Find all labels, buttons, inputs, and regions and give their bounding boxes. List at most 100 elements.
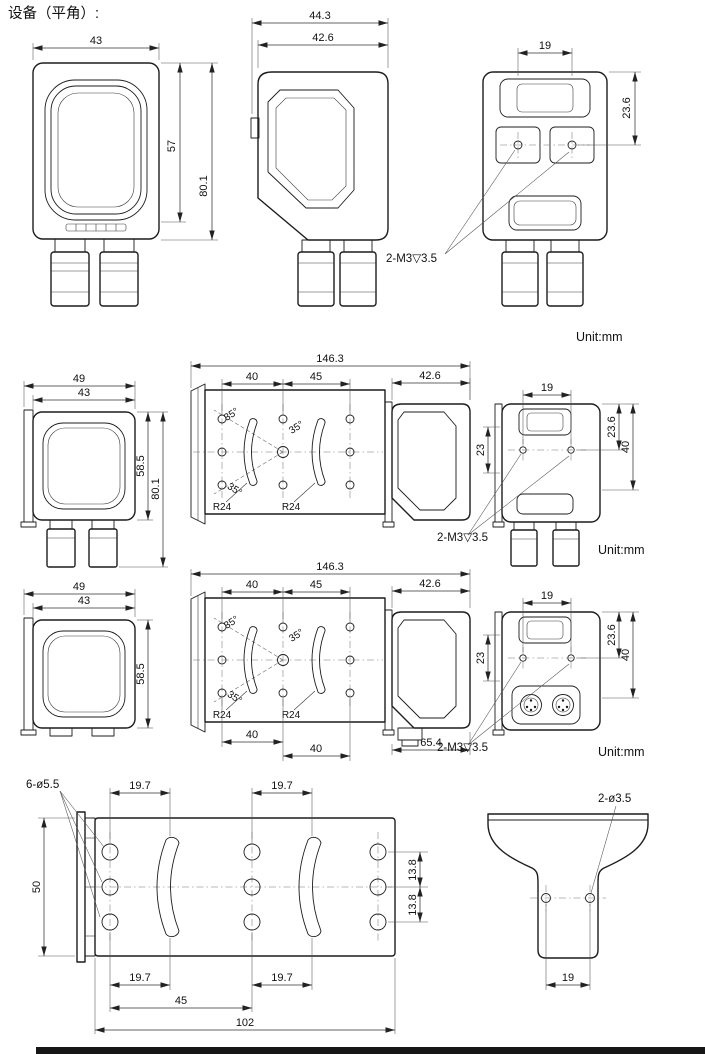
device-body-front [32,411,136,521]
bracket-edge [23,617,34,731]
dim-label: 23.6 [606,624,618,645]
unit-label-row1: Unit:mm [576,330,623,344]
row2-bracket-top-view: 35° 35° 35° R24 R24 146.3 40 45 [190,353,471,525]
bottom-bar [36,1047,705,1054]
side-tab [250,117,260,139]
dim-label: 45 [175,995,187,1007]
row4-plate-view: 6-ø5.5 19.7 19.7 50 13.8 13.8 [26,779,428,1034]
row4-wing-view: 2-ø3.5 19 [487,793,649,990]
radius-label: R24 [282,710,301,721]
dim-label: 23 [475,444,487,456]
dim-42-6: 42.6 [391,578,470,608]
arc-slot-right [311,626,326,694]
dim-40-bottom2: 40 [283,698,351,761]
dim-19: 19 [545,904,591,990]
row2-front-view: 49 43 58.5 80.1 [20,373,168,568]
thread-note: 2-M3▽3.5 [386,253,437,265]
dim-label: 23.6 [606,416,618,437]
dim-label: 80.1 [198,175,210,196]
row3-side-view: 42.6 65.4 [382,578,471,755]
dim-40-bottom1: 40 [221,698,284,761]
dim-top2: 19.7 [251,780,313,842]
dim-label: 19 [539,40,551,52]
device-body-front [32,619,136,729]
device-body-back [501,403,601,523]
device-body-back [501,611,601,731]
dim-23-6: 23.6 [577,611,625,659]
thread-callout-row1: 2-M3▽3.5 [386,149,570,265]
dim-23-6: 23.6 [577,403,625,451]
device-body-side [391,611,471,729]
connectors-back [501,239,584,307]
dim-label: 102 [236,1017,254,1029]
unit-label-row3: Unit:mm [598,745,645,759]
dim-58-5: 58.5 [135,411,153,521]
bracket-edge [384,609,393,731]
row2-side-view: 42.6 [382,370,471,528]
dim-label: 50 [31,881,43,893]
dim-label: 13.8 [407,859,419,880]
connector-panel [511,685,581,725]
bracket-holes [217,414,355,490]
dim-right2: 13.8 [388,887,428,923]
dim-45: 45 [283,371,351,414]
page-title: 设备（平角）: [8,5,99,22]
foot-stub [49,727,73,737]
dim-45-top: 45 [283,579,351,622]
unit-label-row2: Unit:mm [598,543,645,557]
lens-bezel [42,422,126,510]
dim-label: 19.7 [271,780,292,792]
holes-note: 6-ø5.5 [26,779,59,791]
io-slot [516,493,574,515]
row1-back-view: 19 23.6 2-M3▽3.5 Unit:mm [386,40,641,344]
dim-hole-top-23-6: 23.6 [578,71,641,146]
thread-callout-row2: 2-M3▽3.5 [437,453,570,544]
device-body-side [257,71,389,241]
dim-146-3: 146.3 [190,561,471,608]
plate-holes [101,843,387,931]
dim-label: 40 [620,441,632,453]
arc-slot-left [156,836,180,938]
row3-back-view: 19 23.6 40 23 2-M3▽3.5 Unit:mm [437,590,645,759]
device-body-side [391,403,471,521]
dim-40: 40 [602,611,639,699]
dim-label: 23.6 [621,97,633,118]
dim-label: 23 [475,652,487,664]
wing-holes-callout: 2-ø3.5 [590,793,631,894]
dim-label: 65.4 [420,737,441,749]
dim-23: 23 [475,426,500,474]
radius-label: R24 [213,502,232,513]
dim-19: 19 [522,382,572,444]
connectors-front [46,519,118,568]
dim-label: 43 [78,387,90,399]
dim-45: 45 [109,990,252,1012]
connectors-front [50,238,139,307]
circular-connector-right [552,694,574,716]
dim-label: 58.5 [135,663,147,684]
dim-label: 80.1 [150,478,162,499]
bracket-edge [23,409,34,523]
dim-depth-42-6: 42.6 [257,32,388,68]
dim-label: 40 [310,743,322,755]
dim-label: 19 [562,972,574,984]
thread-note: 2-M3▽3.5 [437,742,488,754]
lens-glass [57,92,135,208]
arc-slot-left [243,626,258,694]
holes-note: 2-ø3.5 [598,793,631,805]
dim-label: 43 [78,595,90,607]
dim-label: 42.6 [419,370,440,382]
dim-label: 42.6 [419,578,440,590]
dim-height-57: 57 [161,62,186,223]
dim-bottom1: 19.7 [109,932,171,990]
dim-label: 13.8 [407,894,419,915]
dim-102: 102 [94,958,396,1034]
dim-label: 45 [310,579,322,591]
radius-label: R24 [282,502,301,513]
dim-49: 49 [23,581,136,617]
dim-depth-44-3: 44.3 [251,10,389,114]
row1-front-view: 43 57 80.1 [32,35,218,307]
lens-bezel [42,630,126,718]
lens-housing-side [267,89,355,209]
dim-43: 43 [32,595,135,617]
